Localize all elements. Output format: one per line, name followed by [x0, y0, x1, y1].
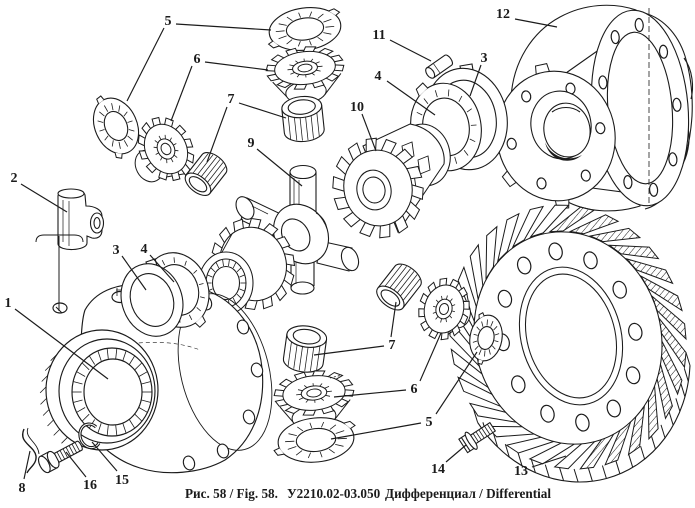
callout-4: 4	[141, 242, 148, 257]
callout-7: 7	[228, 92, 235, 107]
pin-part11	[425, 54, 453, 79]
callout-4: 4	[375, 69, 382, 84]
callout-5: 5	[426, 415, 433, 430]
side-gear-part10	[332, 123, 451, 239]
callout-2: 2	[11, 171, 18, 186]
callout-6: 6	[411, 382, 418, 397]
callout-11: 11	[372, 28, 385, 43]
callout-1: 1	[5, 296, 12, 311]
thrust-washer-part5	[273, 417, 356, 463]
pinion-gear-part6	[418, 277, 471, 341]
callout-7: 7	[389, 338, 396, 353]
callout-15: 15	[115, 473, 129, 488]
callout-14: 14	[431, 462, 445, 477]
lock-ring-part3-left	[120, 258, 184, 337]
figure-title: Дифференциал / Differential	[385, 486, 551, 501]
left-case-half-part1	[39, 282, 343, 474]
differential-case-part12	[489, 4, 694, 212]
thrust-washer-part5	[267, 7, 342, 51]
snap-ring-part15	[78, 422, 101, 450]
lock-wire-part8	[22, 427, 40, 474]
callout-10: 10	[350, 100, 364, 115]
bolt-part14	[458, 421, 497, 454]
callout-13: 13	[514, 464, 528, 479]
callout-5: 5	[165, 14, 172, 29]
thrust-washer-part5	[469, 311, 503, 365]
figure-number: Рис. 58 / Fig. 58.	[185, 486, 278, 501]
bolt-part16	[37, 440, 83, 474]
pinion-bushing-part7	[281, 95, 325, 143]
callout-12: 12	[496, 7, 510, 22]
callout-3: 3	[113, 243, 120, 258]
callout-3: 3	[481, 51, 488, 66]
drawing-number: У2210.02-03.050	[287, 486, 381, 501]
figure-caption: Рис. 58 / Fig. 58. У2210.02-03.050 Диффе…	[185, 486, 551, 501]
grease-fitting-part2	[35, 188, 105, 314]
thrust-washer-part5	[92, 95, 140, 159]
callout-9: 9	[248, 136, 255, 151]
spider-cross-part9	[235, 164, 360, 295]
ring-gear-part13	[449, 204, 691, 483]
callout-8: 8	[19, 481, 26, 496]
pinion-bushing-part7	[184, 152, 228, 196]
pinion-bushing-part7	[376, 263, 422, 311]
pinion-bushing-part7	[282, 325, 328, 373]
side-gear-left	[198, 217, 296, 315]
callout-6: 6	[194, 52, 201, 67]
callout-16: 16	[83, 478, 97, 493]
